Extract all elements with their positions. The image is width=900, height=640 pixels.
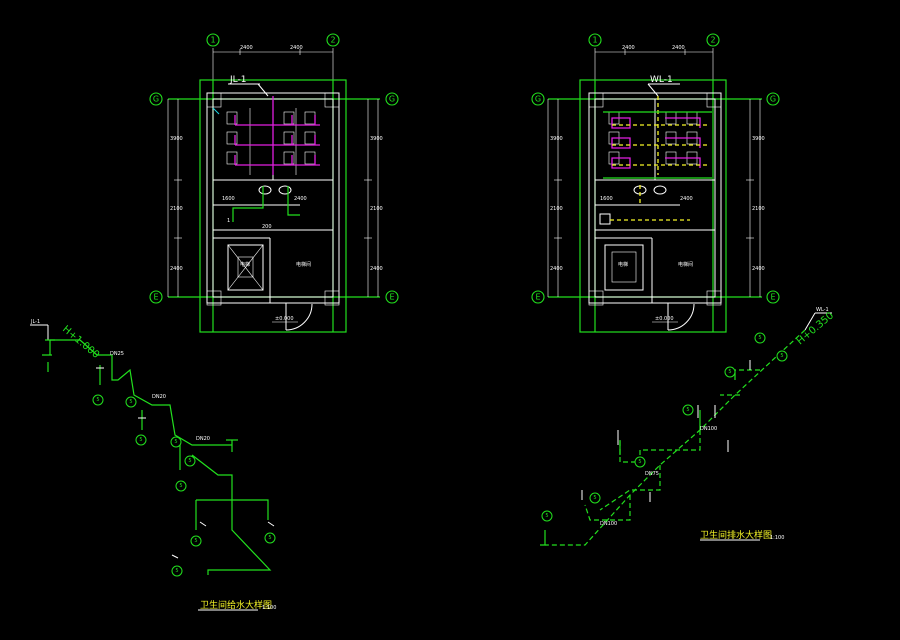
axis-label-2-right-plan: 2 (710, 36, 715, 45)
svg-text:2400: 2400 (170, 266, 183, 272)
supply-diagram-scale: 1:100 (262, 605, 276, 611)
svg-text:1: 1 (227, 218, 230, 224)
axis-bubble-g-right-2 (766, 92, 780, 106)
svg-text:5: 5 (758, 335, 761, 341)
right-floor-plan: 2400 2400 1 2 3900 2100 2400 3900 2100 2… (531, 33, 780, 333)
svg-text:2100: 2100 (170, 206, 183, 212)
svg-text:DN75: DN75 (645, 471, 659, 477)
axis-bubble-e-right-2 (766, 290, 780, 304)
svg-text:5: 5 (686, 407, 689, 413)
axis-label-e-left-2: E (535, 293, 540, 302)
axis-bubble-1 (206, 33, 220, 47)
svg-text:2400: 2400 (622, 45, 635, 51)
axis-bubble-g-right (385, 92, 399, 106)
svg-text:3900: 3900 (550, 136, 563, 142)
elevator-shaft (227, 244, 264, 291)
svg-text:2400: 2400 (680, 196, 693, 202)
svg-text:5: 5 (194, 538, 197, 544)
svg-text:2400: 2400 (290, 45, 303, 51)
drain-isometric-diagram: WL-1 H+0.350 5 5 5 5 5 5 5 DN100 DN75 DN… (540, 307, 836, 546)
axis-bubble-e-left (149, 290, 163, 304)
svg-text:±0.000: ±0.000 (275, 316, 294, 322)
svg-text:DN25: DN25 (110, 351, 124, 357)
axis-label-1: 1 (210, 36, 215, 45)
axis-bubble-e-right (385, 290, 399, 304)
svg-text:2400: 2400 (370, 266, 383, 272)
pipe-tag-jl1: JL-1 (228, 75, 269, 97)
supply-isometric-diagram: JL-1 H+1.000 5 5 5 5 5 5 5 5 5 (30, 319, 276, 611)
axis-label-g-right: G (389, 95, 395, 104)
pipe-tag-wl1: WL-1 (647, 75, 680, 97)
svg-text:DN100: DN100 (600, 521, 617, 527)
svg-text:DN100: DN100 (700, 426, 717, 432)
drain-diagram-title: 卫生间排水大样图 (700, 529, 772, 541)
axis-label-e-right-2: E (770, 293, 775, 302)
axis-label-e-left: E (153, 293, 158, 302)
svg-text:2100: 2100 (370, 206, 383, 212)
svg-text:5: 5 (129, 399, 132, 405)
svg-text:5: 5 (179, 483, 182, 489)
axis-label-g-right-2: G (770, 95, 776, 104)
svg-text:3900: 3900 (752, 136, 765, 142)
supply-riser-tag: JL-1 (30, 319, 40, 325)
svg-text:2400: 2400 (752, 266, 765, 272)
left-floor-plan: 2400 2400 1 2 3900 2100 2400 3900 2100 2… (149, 33, 399, 333)
drain-riser-tag: WL-1 (816, 307, 829, 313)
room-label-elevator-hall-2: 电梯间 (678, 261, 693, 268)
svg-text:200: 200 (262, 224, 272, 230)
svg-text:1600: 1600 (600, 196, 613, 202)
room-label-elevator: 电梯 (240, 261, 250, 268)
supply-elevation: H+1.000 (60, 324, 101, 361)
svg-text:1600: 1600 (222, 196, 235, 202)
svg-text:5: 5 (638, 459, 641, 465)
svg-text:5: 5 (545, 513, 548, 519)
svg-text:5: 5 (174, 439, 177, 445)
drain-fixture-bubbles: 5 5 5 5 5 5 5 (541, 332, 788, 522)
axis-label-g-left-2: G (535, 95, 541, 104)
svg-text:5: 5 (96, 397, 99, 403)
axis-label-2: 2 (330, 36, 335, 45)
svg-text:2400: 2400 (550, 266, 563, 272)
svg-text:2100: 2100 (550, 206, 563, 212)
supply-piping-plan (234, 96, 320, 175)
svg-text:2400: 2400 (294, 196, 307, 202)
svg-text:5: 5 (188, 458, 191, 464)
pipe-tag-label-2: WL-1 (650, 75, 673, 85)
svg-text:5: 5 (593, 495, 596, 501)
axis-bubble-2 (326, 33, 340, 47)
svg-text:3900: 3900 (170, 136, 183, 142)
svg-text:5: 5 (268, 535, 271, 541)
axis-label-1-right-plan: 1 (592, 36, 597, 45)
room-label-elevator-hall: 电梯间 (296, 261, 311, 268)
svg-text:3900: 3900 (370, 136, 383, 142)
axis-bubble-2-right-plan (706, 33, 720, 47)
svg-text:2400: 2400 (672, 45, 685, 51)
drain-piping-plan (610, 96, 708, 221)
plan-frame-right (579, 79, 727, 333)
svg-text:5: 5 (780, 353, 783, 359)
supply-diagram-title: 卫生间给水大样图 (200, 599, 272, 611)
axis-bubble-e-left-2 (531, 290, 545, 304)
drain-diagram-scale: 1:100 (770, 535, 784, 541)
svg-text:2400: 2400 (240, 45, 253, 51)
pipe-tag-label: JL-1 (229, 75, 246, 85)
svg-text:2100: 2100 (752, 206, 765, 212)
plan-frame (199, 79, 347, 333)
supply-fixture-bubbles: 5 5 5 5 5 5 5 5 5 (92, 394, 276, 577)
svg-text:5: 5 (139, 437, 142, 443)
axis-label-g-left: G (153, 95, 159, 104)
axis-label-e-right: E (389, 293, 394, 302)
axis-bubble-g-left-2 (531, 92, 545, 106)
axis-bubble-1-right-plan (588, 33, 602, 47)
drain-elevation: H+0.350 (795, 310, 836, 347)
svg-text:5: 5 (728, 369, 731, 375)
svg-text:DN20: DN20 (196, 436, 210, 442)
room-label-elevator-2: 电梯 (618, 261, 628, 268)
svg-text:DN20: DN20 (152, 394, 166, 400)
axis-bubble-g-left (149, 92, 163, 106)
svg-text:±0.000: ±0.000 (655, 316, 674, 322)
svg-text:5: 5 (175, 568, 178, 574)
